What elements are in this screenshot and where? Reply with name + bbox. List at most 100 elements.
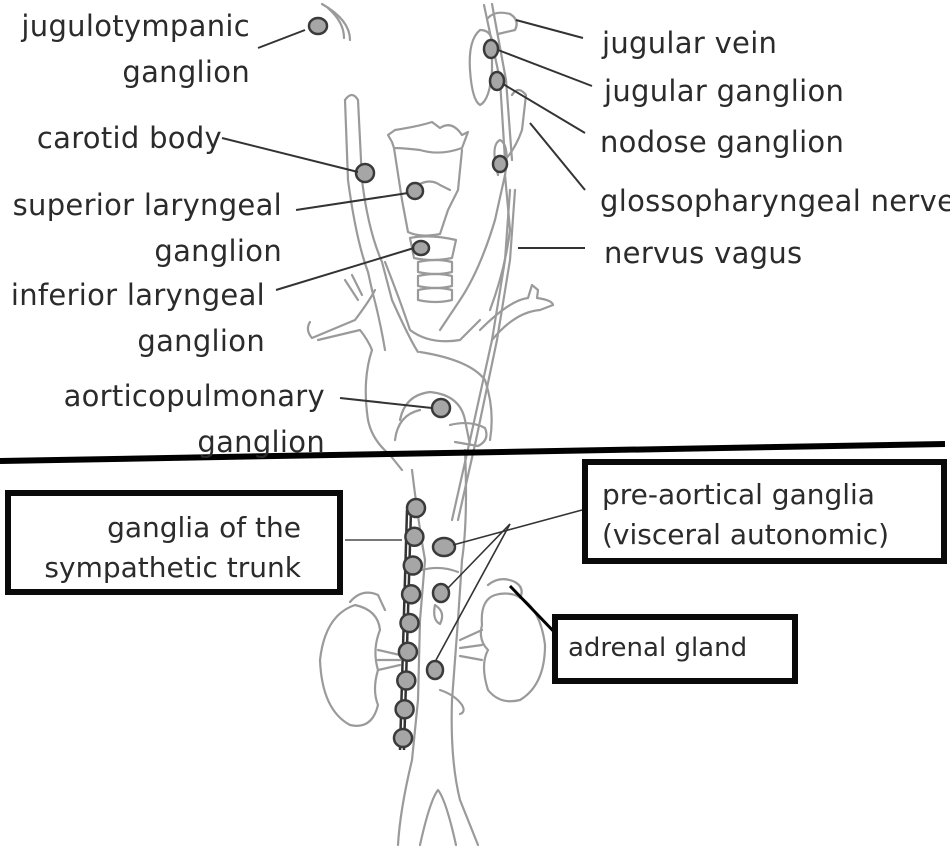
ganglion-carotid-body	[354, 162, 376, 184]
box-pre-aortical-ganglia: pre-aortical ganglia (visceral autonomic…	[582, 459, 947, 564]
leader-jugulotympanic	[257, 29, 306, 49]
arch-loop	[398, 390, 472, 447]
tympanic-arc	[320, 2, 352, 42]
ganglion-pre-aortic-inferior-mesenteric	[425, 659, 445, 681]
sympathetic-chain-ganglion	[392, 727, 414, 749]
right-renal-vessels	[458, 628, 484, 662]
gonadal-stub	[438, 688, 465, 716]
label-line: ganglion	[137, 324, 265, 358]
left-common-carotid	[370, 288, 387, 352]
label-line: (visceral autonomic)	[602, 518, 890, 551]
label-line: pre-aortical ganglia	[602, 478, 875, 511]
sympathetic-chain-ganglion	[405, 497, 427, 519]
label-line: ganglion	[154, 234, 282, 268]
label-line: superior laryngeal	[12, 188, 282, 222]
label-carotid-body: carotid body	[37, 115, 222, 161]
left-adrenal	[348, 591, 387, 612]
label-line: aorticopulmonary	[63, 379, 325, 413]
right-adrenal	[486, 578, 523, 600]
arch-loop-inner	[393, 408, 422, 442]
vagus-right-strand	[490, 2, 514, 162]
label-line: nervus vagus	[604, 236, 803, 270]
label-jugular-vein: jugular vein	[602, 20, 777, 66]
ganglion-pre-aortic-superior-mesenteric	[431, 582, 451, 604]
right-subclavian	[478, 283, 555, 342]
sympathetic-chain-ganglion	[404, 526, 425, 548]
jugular-bulb	[486, 11, 518, 36]
label-glossopharyngeal-nerve: glossopharyngeal nerve	[600, 178, 950, 224]
left-subclavian	[306, 288, 377, 340]
ganglion-jugular	[482, 38, 500, 60]
vagus-trunk-a	[450, 188, 512, 522]
label-line: jugular vein	[602, 26, 778, 60]
ganglion-vagal-lower	[491, 154, 509, 174]
label-aorticopulmonary-ganglion: aorticopulmonary ganglion	[64, 373, 325, 465]
left-carotid-artery-inner	[343, 98, 374, 292]
leader-pre-aortic-1	[452, 509, 583, 546]
label-line: ganglion	[122, 55, 250, 89]
label-line: ganglia of the	[107, 511, 301, 544]
leader-pre-aortic-2	[447, 523, 511, 589]
label-line: nodose ganglion	[600, 125, 845, 159]
label-line: inferior laryngeal	[10, 278, 265, 312]
tympanic-arc-inner	[326, 6, 346, 40]
label-line: jugulotympanic	[21, 9, 250, 43]
leader-jugular-vein	[515, 19, 584, 39]
pulmonary-stub	[448, 421, 488, 448]
aortic-arch	[364, 348, 404, 472]
descending-aorta-right	[450, 448, 480, 847]
trachea-ring-1	[416, 258, 454, 276]
leader-superior-laryngeal	[295, 192, 409, 211]
celiac-trunk	[420, 566, 460, 574]
leader-glossopharyngeal	[529, 122, 586, 191]
ganglion-jugulotympanic	[307, 16, 329, 36]
cricoid	[408, 235, 458, 262]
leader-carotid-body	[221, 137, 359, 173]
leader-jugular-ganglion	[497, 49, 593, 87]
iliac-split	[418, 788, 458, 847]
sympathetic-chain-ganglion	[399, 612, 420, 634]
sympathetic-chain-ganglion	[394, 699, 415, 720]
leader-nodose-ganglion	[502, 83, 586, 134]
leader-pre-aortic-3	[435, 523, 511, 661]
left-subclavian-lower	[316, 328, 374, 352]
label-line: carotid body	[36, 121, 222, 155]
label-jugular-ganglion: jugular ganglion	[604, 68, 844, 114]
sympathetic-chain-ganglion	[396, 670, 417, 691]
leader-adrenal	[508, 584, 562, 640]
ganglion-inferior-laryngeal	[411, 239, 431, 257]
right-kidney	[479, 592, 547, 703]
label-jugulotympanic-ganglion: jugulotympanic ganglion	[21, 3, 250, 95]
left-carotid-artery	[343, 93, 420, 354]
ganglion-nodose	[488, 70, 506, 92]
leader-aorticopulmonary	[339, 397, 433, 409]
larynx-body	[392, 146, 464, 237]
label-line: sympathetic trunk	[44, 551, 301, 584]
trachea-ring-3	[416, 286, 454, 304]
label-line: jugular ganglion	[604, 74, 845, 108]
thyroid-cartilage	[386, 120, 470, 154]
label-line: ganglion	[197, 425, 325, 459]
ganglion-superior-laryngeal	[405, 181, 425, 201]
vagus-trunk-b	[456, 188, 517, 522]
box-adrenal-gland: adrenal gland	[552, 614, 798, 684]
left-branch-2	[350, 273, 364, 297]
label-line: adrenal gland	[568, 633, 748, 663]
label-line: glossopharyngeal nerve	[600, 184, 950, 218]
arch-outer	[418, 350, 493, 442]
leader-inferior-laryngeal	[275, 247, 415, 291]
ganglion-pre-aortic-celiac	[431, 536, 457, 558]
left-kidney	[318, 603, 382, 727]
label-inferior-laryngeal-ganglion: inferior laryngeal ganglion	[11, 272, 265, 364]
region-divider	[0, 441, 946, 464]
trachea-ring-2	[416, 272, 454, 290]
sympathetic-chain-ganglion	[400, 584, 422, 605]
left-renal-vessels	[376, 648, 402, 672]
sympathetic-chain-ganglion	[397, 641, 419, 663]
box-sympathetic-trunk: ganglia of the sympathetic trunk	[5, 490, 343, 595]
sympathetic-chain-ganglion	[402, 555, 424, 576]
mesenteric-loop	[433, 603, 444, 626]
brachiocephalic	[383, 260, 482, 343]
